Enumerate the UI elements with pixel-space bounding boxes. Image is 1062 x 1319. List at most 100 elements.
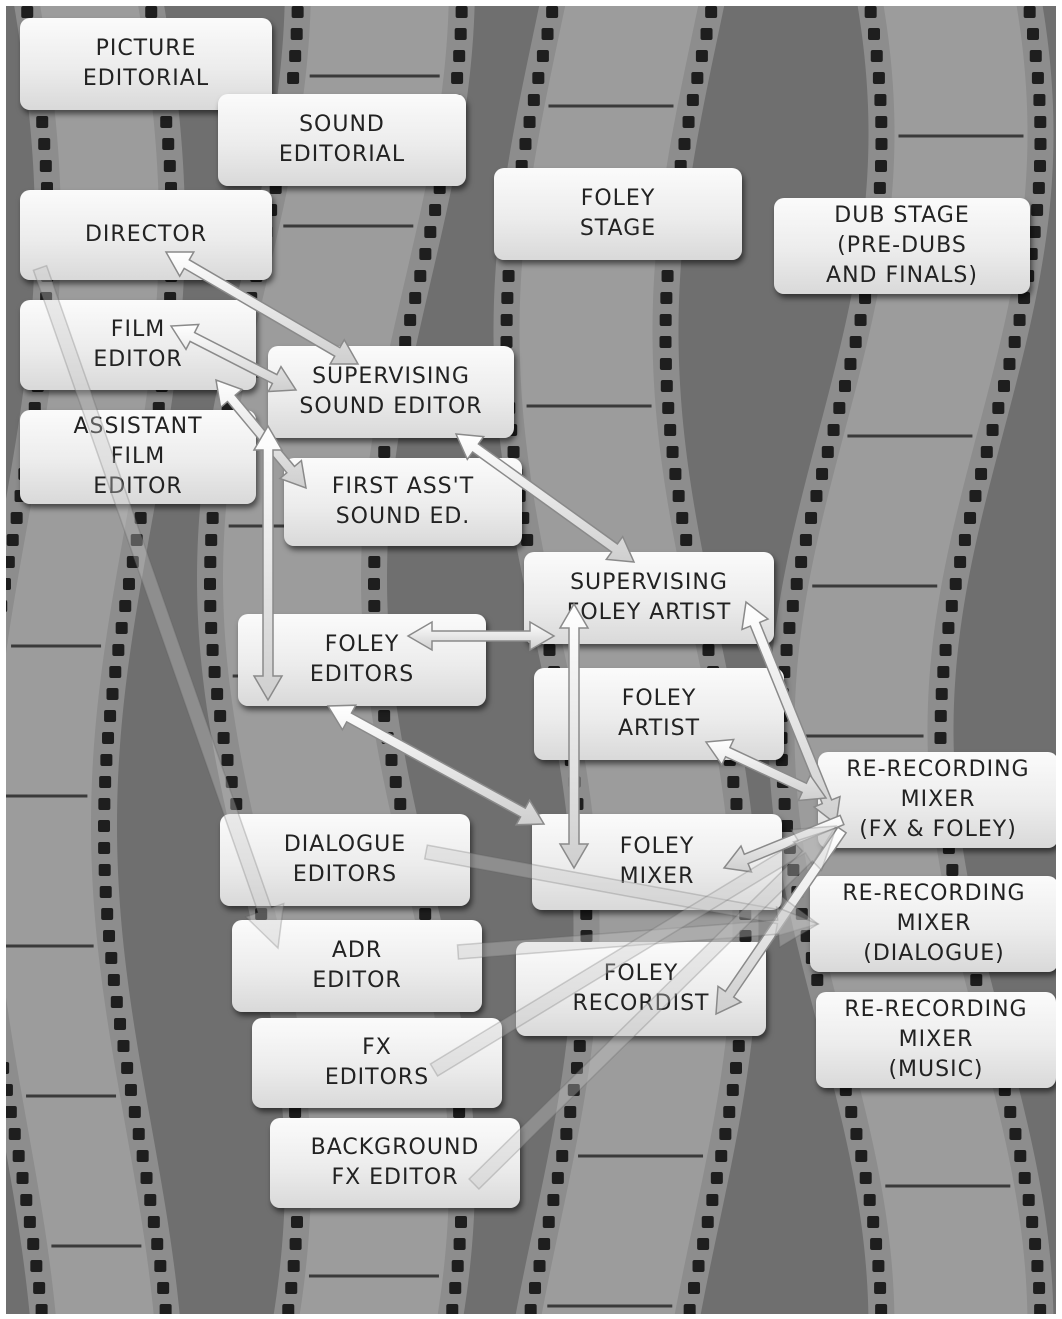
film-perforation — [136, 1150, 149, 1162]
film-perforation — [289, 50, 302, 62]
film-perforation — [536, 50, 549, 62]
film-perforation — [38, 138, 51, 150]
film-perforation — [580, 908, 593, 920]
film-perforation — [810, 490, 823, 502]
film-perforation — [30, 1260, 43, 1272]
film-perforation — [287, 1260, 300, 1272]
film-perforation — [571, 798, 584, 810]
film-perforation — [378, 446, 391, 458]
film-perforation — [573, 1040, 586, 1052]
film-perforation — [546, 6, 559, 18]
film-perforation — [134, 512, 147, 524]
film-perforation — [378, 710, 391, 722]
film-perforation — [659, 314, 672, 326]
film-perforation — [659, 336, 672, 348]
film-perforation — [997, 380, 1010, 392]
film-perforation — [10, 512, 23, 524]
film-perforation — [532, 72, 545, 84]
film-perforation — [780, 820, 793, 832]
film-perforation — [686, 94, 699, 106]
film-perforation — [934, 710, 947, 722]
film-perforation — [705, 6, 718, 18]
film-perforation — [98, 864, 111, 876]
film-perforation — [221, 754, 234, 766]
film-perforation — [786, 600, 799, 612]
film-perforation — [849, 336, 862, 348]
film-perforation — [6, 1062, 10, 1074]
film-perforation — [27, 1238, 40, 1250]
film-perforation — [453, 1238, 466, 1250]
film-perforation — [1026, 1216, 1039, 1228]
film-perforation — [854, 314, 867, 326]
node-film-editor: FILM EDITOR — [20, 300, 256, 390]
film-perforation — [126, 556, 139, 568]
film-perforation — [875, 116, 888, 128]
film-perforation — [715, 1150, 728, 1162]
film-perforation — [414, 270, 427, 282]
film-perforation — [958, 534, 971, 546]
film-perforation — [282, 1304, 295, 1314]
node-supervising-sound-editor: SUPERVISING SOUND EDITOR — [268, 346, 514, 438]
film-perforation — [560, 1128, 573, 1140]
film-perforation — [424, 226, 437, 238]
node-rerecording-mixer-music: RE-RECORDING MIXER (MUSIC) — [816, 992, 1056, 1088]
film-perforation — [682, 116, 695, 128]
film-perforation — [6, 556, 15, 568]
film-perforation — [1033, 94, 1046, 106]
film-perforation — [117, 1040, 130, 1052]
film-perforation — [419, 248, 432, 260]
film-perforation — [204, 578, 217, 590]
film-perforation — [719, 1128, 732, 1140]
film-perforation — [935, 688, 948, 700]
film-perforation — [875, 138, 888, 150]
film-perforation — [140, 1172, 153, 1184]
org-chart-canvas: PICTURE EDITORIAL SOUND EDITORIAL DIRECT… — [6, 6, 1056, 1314]
film-perforation — [949, 578, 962, 590]
film-perforation — [527, 94, 540, 106]
film-perforation — [122, 578, 135, 590]
film-perforation — [453, 50, 466, 62]
node-director: DIRECTOR — [20, 190, 272, 280]
film-perforation — [521, 534, 534, 546]
film-perforation — [872, 1260, 885, 1272]
film-perforation — [678, 138, 691, 150]
film-perforation — [285, 1282, 298, 1294]
film-perforation — [661, 270, 674, 282]
film-perforation — [119, 600, 132, 612]
film-perforation — [501, 292, 514, 304]
node-dub-stage: DUB STAGE (PRE-DUBS AND FINALS) — [774, 198, 1030, 294]
film-perforation — [1034, 116, 1047, 128]
film-perforation — [695, 50, 708, 62]
film-perforation — [500, 314, 513, 326]
node-background-fx-editor: BACKGROUND FX EDITOR — [270, 1118, 520, 1208]
film-perforation — [523, 116, 536, 128]
film-perforation — [859, 1172, 872, 1184]
film-perforation — [937, 666, 950, 678]
film-perforation — [147, 1216, 160, 1228]
film-perforation — [939, 644, 952, 656]
node-foley-artist: FOLEY ARTIST — [534, 668, 784, 760]
node-assistant-film-editor: ASSISTANT FILM EDITOR — [20, 410, 256, 504]
film-perforation — [419, 908, 432, 920]
film-perforation — [942, 622, 955, 634]
node-supervising-foley-artist: SUPERVISING FOLEY ARTIST — [524, 552, 774, 644]
film-perforation — [1034, 160, 1047, 172]
film-perforation — [1029, 50, 1042, 62]
film-perforation — [870, 1238, 883, 1250]
film-perforation — [130, 534, 143, 546]
film-perforation — [672, 490, 685, 502]
film-perforation — [454, 1216, 467, 1228]
film-perforation — [783, 622, 796, 634]
film-perforation — [945, 600, 958, 612]
film-perforation — [850, 1128, 863, 1140]
film-perforation — [821, 446, 834, 458]
film-perforation — [795, 556, 808, 568]
film-perforation — [980, 446, 993, 458]
film-perforation — [946, 864, 959, 876]
film-perforation — [726, 1084, 739, 1096]
film-perforation — [992, 402, 1005, 414]
film-perforation — [1031, 1260, 1044, 1272]
film-perforation — [385, 754, 398, 766]
film-perforation — [875, 160, 888, 172]
film-perforation — [795, 908, 808, 920]
